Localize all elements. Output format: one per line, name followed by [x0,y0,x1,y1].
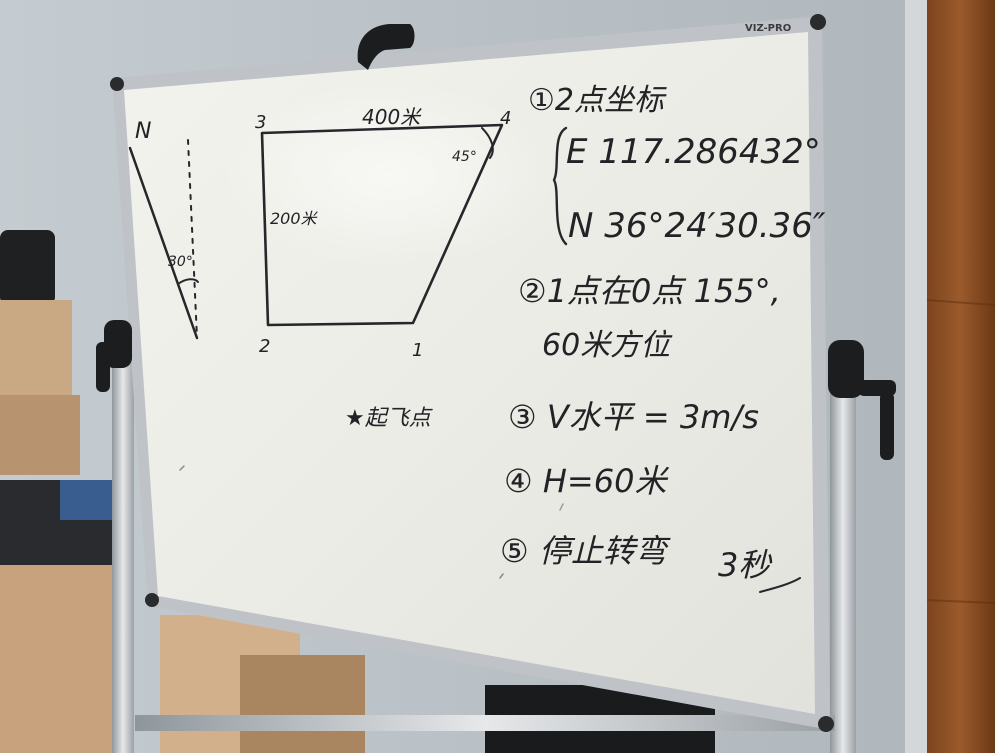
black-bag [0,230,55,305]
notes-list: ①2点坐标 E 117.286432° N 36°24′30.36″ ②1点在0… [500,83,826,593]
door-frame [905,0,927,753]
corner-label-1: 1 [412,340,423,361]
trapezoid-diagram: 3 4 2 1 400米 200米 45° [255,105,511,361]
knob-right [828,340,864,398]
stand-pole-left [112,330,134,753]
north-angle-label: 30° [168,254,193,270]
note-1-title: ①2点坐标 [528,83,667,118]
glare [220,80,560,270]
cardboard-box-5 [240,655,365,753]
top-clip [357,24,415,70]
cardboard-box-1 [0,300,72,395]
cardboard-box-3 [0,565,130,753]
stand-crossbar [135,715,835,731]
note-2-line2: 60米方位 [542,328,673,363]
north-label: N [135,119,151,144]
corner-label-2: 2 [259,336,270,357]
note-1-east: E 117.286432° [566,132,821,172]
corner-angle-label: 45° [452,149,477,165]
takeoff-label: ★起飞点 [345,406,434,431]
corner-label-3: 3 [255,112,266,133]
note-5-text: ⑤ 停止转弯 [500,532,671,570]
note-3: ③ V水平 = 3m/s [508,398,759,436]
knob-left [104,320,132,368]
note-2-line1: ②1点在0点 155°, [518,272,781,310]
north-diagram: N 30° [128,119,199,340]
side-length-label: 200米 [270,209,319,228]
note-1-north: N 36°24′30.36″ [568,206,826,246]
brand-logo: VIZ-PRO [745,23,791,34]
cardboard-box-2 [0,395,80,475]
wood-panel [925,0,995,753]
top-length-label: 400米 [362,105,422,129]
note-5-time: 3秒 [718,546,772,584]
corner-label-4: 4 [500,108,511,129]
stand-pole-right [830,370,856,753]
note-4: ④ H=60米 [504,462,669,500]
